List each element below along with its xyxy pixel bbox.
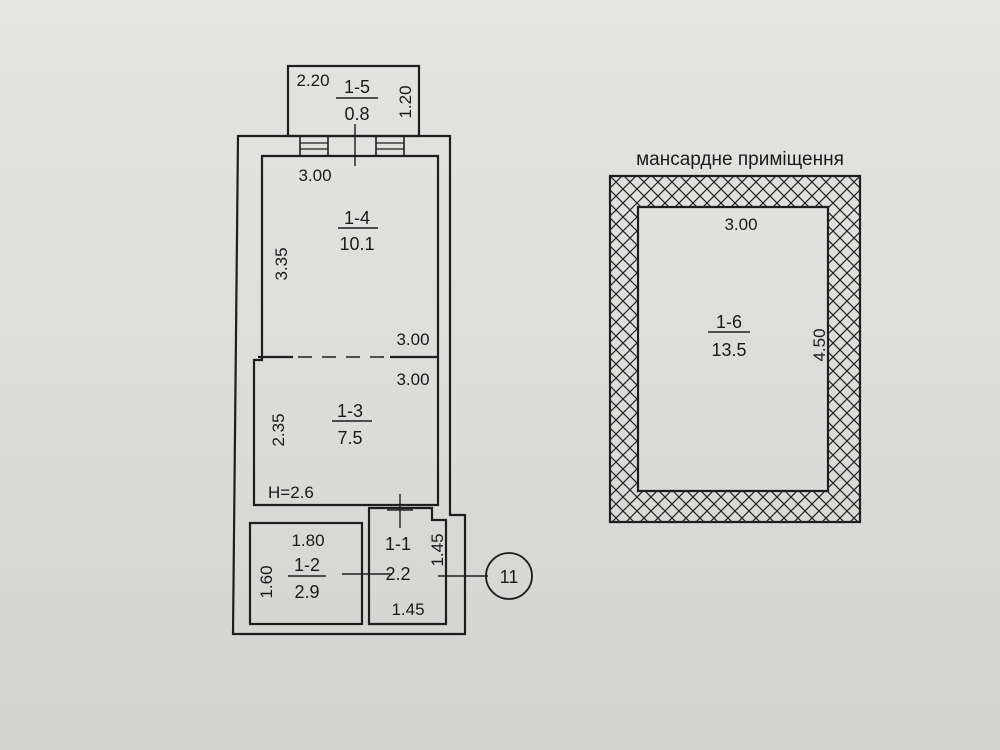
room-1-4-area: 10.1 <box>339 234 374 254</box>
room-1-1-height-dim: 1.45 <box>428 533 447 566</box>
outer-wall <box>231 134 467 636</box>
section-marker-circle <box>485 552 533 600</box>
room-1-4-width-dim: 3.00 <box>298 166 331 185</box>
room-1-4-id: 1-4 <box>344 208 370 228</box>
room-1-1-area: 2.2 <box>385 564 410 584</box>
room-1-5-area: 0.8 <box>344 104 369 124</box>
room-1-3-height-dim: 2.35 <box>269 413 288 446</box>
attic-room-interior <box>637 206 829 492</box>
room-1-5-height-dim: 1.20 <box>396 85 415 118</box>
attic-length-dim: 4.50 <box>810 328 829 361</box>
room-1-1-outline <box>367 506 448 626</box>
attic-title: мансардне приміщення <box>636 149 844 170</box>
room-1-5-id: 1-5 <box>344 77 370 97</box>
room-1-2-width-dim: 1.80 <box>291 531 324 550</box>
room-1-2-height-dim: 1.60 <box>257 565 276 598</box>
room-1-2-area: 2.9 <box>294 582 319 602</box>
attic-plan <box>608 174 862 524</box>
attic-width-dim: 3.00 <box>724 215 757 234</box>
main-floor-plan <box>231 64 533 636</box>
room-1-4-bottom-width-dim: 3.00 <box>396 330 429 349</box>
room-1-2-id: 1-2 <box>294 555 320 575</box>
window-left <box>299 135 329 157</box>
inner-wall-upper <box>252 154 440 507</box>
section-marker-label: 11 <box>500 567 519 587</box>
window-right <box>375 135 405 157</box>
ceiling-height: H=2.6 <box>268 483 314 502</box>
room-1-5-width-dim: 2.20 <box>296 71 329 90</box>
room-1-3-width-dim: 3.00 <box>396 370 429 389</box>
room-1-3-area: 7.5 <box>337 428 362 448</box>
room-1-1-width-dim: 1.45 <box>391 600 424 619</box>
room-1-4-height-dim: 3.35 <box>272 247 291 280</box>
room-1-1-id: 1-1 <box>385 534 411 554</box>
room-1-6-id: 1-6 <box>716 312 742 332</box>
room-1-3-id: 1-3 <box>337 401 363 421</box>
room-1-6-area: 13.5 <box>711 340 746 360</box>
